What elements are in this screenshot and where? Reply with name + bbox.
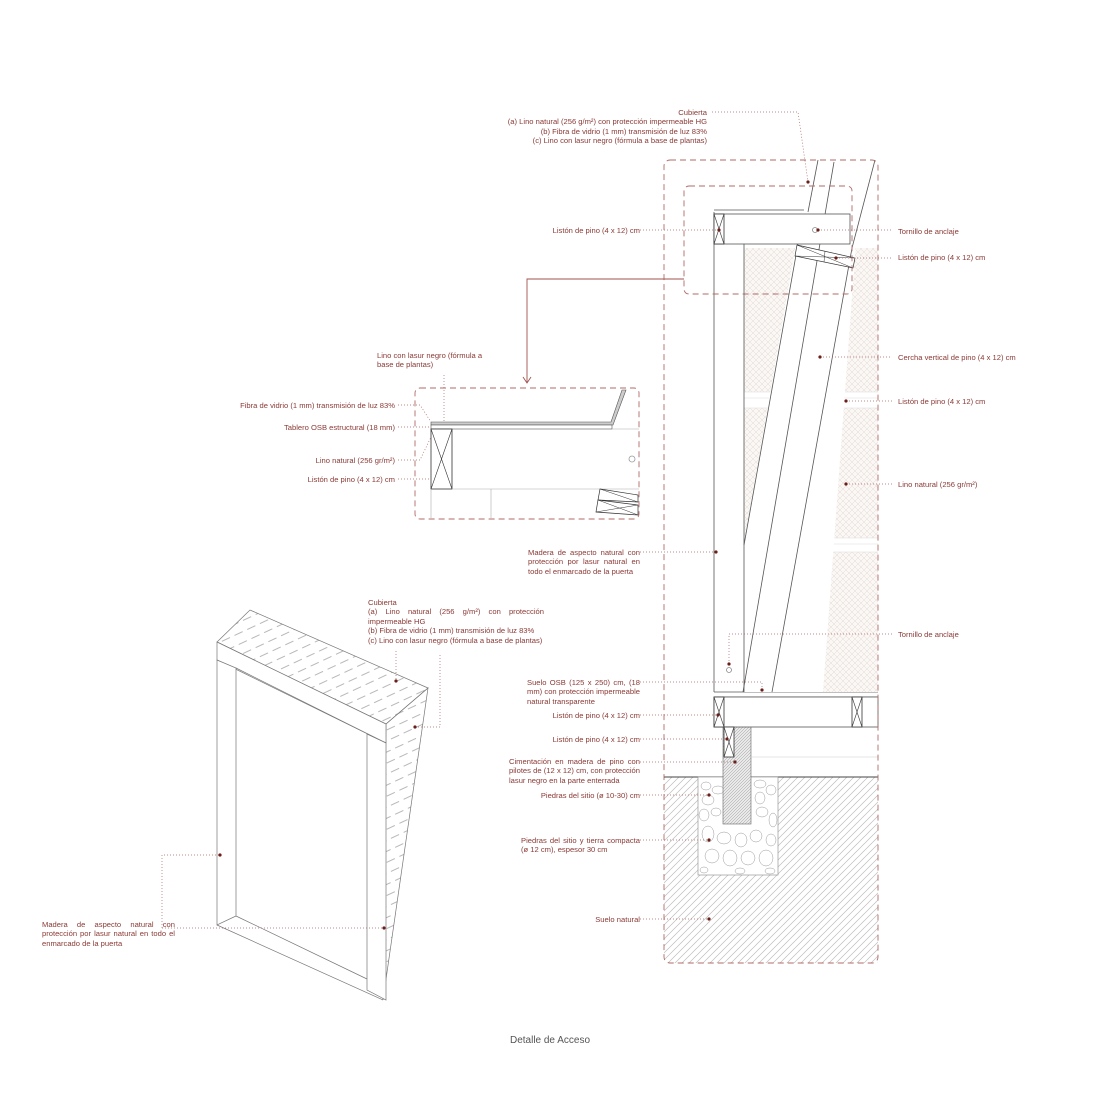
axo-cubierta-a: (a) Lino natural (256 g/m²) con protecci… — [368, 607, 544, 626]
label-suelo-natural: Suelo natural — [595, 915, 640, 924]
axo-cubierta-c: (c) Lino con lasur negro (fórmula a base… — [368, 635, 543, 645]
label-liston-mid: Listón de pino (4 x 12) cm — [898, 397, 986, 406]
cubierta-a: (a) Lino natural (256 g/m²) con protecci… — [507, 117, 707, 127]
label-tornillo-top: Tornillo de anclaje — [898, 227, 959, 236]
section-drawing — [522, 159, 879, 964]
label-liston-top-right: Listón de pino (4 x 12) cm — [898, 253, 986, 262]
label-liston-1: Listón de pino (4 x 12) cm — [552, 711, 640, 720]
label-madera: Madera de aspecto natural con protección… — [528, 548, 640, 576]
label-piedras: Piedras del sitio (ø 10-30) cm — [540, 791, 640, 800]
detail-lino-natural: Lino natural (256 gr/m²) — [315, 456, 395, 465]
axo-leaders — [161, 651, 441, 929]
axo-cubierta-label: Cubierta (a) Lino natural (256 g/m²) con… — [368, 598, 544, 645]
detail-liston: Listón de pino (4 x 12) cm — [307, 475, 395, 484]
label-piedras-tierra: Piedras del sitio y tierra compacta (ø 1… — [521, 836, 640, 855]
label-suelo-osb: Suelo OSB (125 x 250) cm, (18 mm) con pr… — [527, 678, 640, 706]
cubierta-title: Cubierta — [678, 108, 707, 117]
cubierta-b: (b) Fibra de vidrio (1 mm) transmisión d… — [540, 126, 707, 136]
axonometric-door — [216, 609, 429, 1001]
detail-leaders — [398, 375, 445, 480]
label-liston-2: Listón de pino (4 x 12) cm — [552, 735, 640, 744]
detail-drawing — [414, 387, 640, 520]
label-tornillo-bottom: Tornillo de anclaje — [898, 630, 959, 639]
leader-dots — [707, 180, 848, 921]
detail-lino-lasur: Lino con lasur negro (fórmula a base de … — [377, 351, 483, 370]
axo-cubierta-title: Cubierta — [368, 598, 397, 607]
cubierta-label: Cubierta (a) Lino natural (256 g/m²) con… — [500, 108, 707, 146]
detail-tablero: Tablero OSB estructural (18 mm) — [284, 423, 395, 432]
label-lino: Lino natural (256 gr/m²) — [898, 480, 978, 489]
label-liston-top-left: Listón de pino (4 x 12) cm — [552, 226, 640, 235]
detail-fibra: Fibra de vidrio (1 mm) transmisión de lu… — [240, 401, 395, 410]
leader-lines — [640, 111, 892, 920]
label-cimentacion: Cimentación en madera de pino con pilote… — [509, 757, 640, 785]
axo-madera-label: Madera de aspecto natural con protección… — [42, 920, 175, 948]
axo-cubierta-b: (b) Fibra de vidrio (1 mm) transmisión d… — [368, 626, 535, 636]
drawing-caption: Detalle de Acceso — [509, 1035, 591, 1046]
label-cercha: Cercha vertical de pino (4 x 12) cm — [898, 353, 1016, 362]
cubierta-c: (c) Lino con lasur negro (fórmula a base… — [532, 136, 707, 146]
